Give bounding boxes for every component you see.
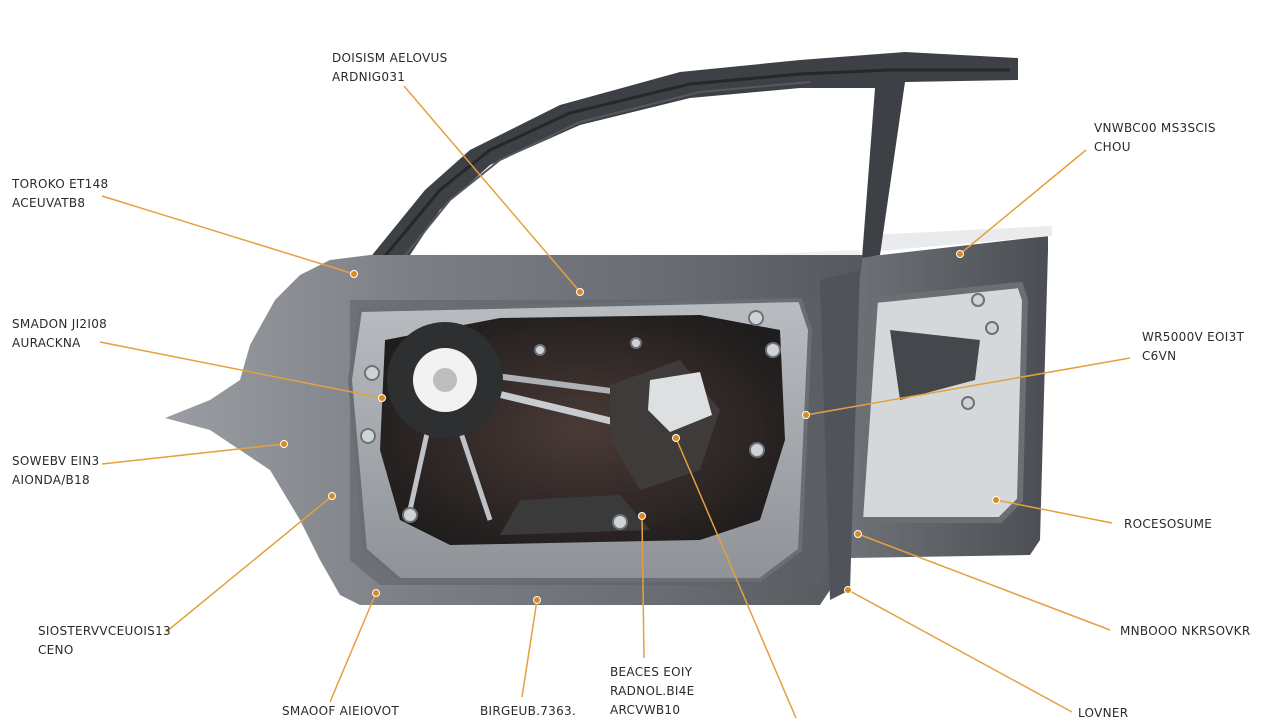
callout-bottom-right: LOVNER [1078,706,1129,720]
leader-dot-top-right [956,250,964,258]
leader-line-left-1 [101,195,355,275]
leader-line-left-bottom [165,495,333,633]
leader-dot-bottom-right [844,586,852,594]
leader-line-right-bottom [857,533,1111,631]
leader-line-left-3 [101,443,285,465]
callout-right-bottom: MNBOOO NKRSOVKR [1120,624,1251,638]
leader-dot-left-3 [280,440,288,448]
leader-line-bottom-3b [675,437,797,719]
leader-dot-bottom-2 [533,596,541,604]
leader-dot-bottom-1 [372,589,380,597]
callout-right-lower: ROCESOSUME [1124,517,1213,531]
callout-leaders [99,85,1131,719]
leader-line-bottom-3 [641,515,645,659]
rear-door [850,226,1052,558]
front-door-panel [165,255,999,605]
leader-line-top-right [959,149,1087,255]
leader-dot-top-center [576,288,584,296]
leader-line-bottom-1 [329,592,377,703]
leader-dot-left-bottom [328,492,336,500]
leader-line-left-2 [99,341,383,399]
leader-dot-left-1 [350,270,358,278]
leader-line-bottom-2 [521,599,538,698]
leader-line-top-center [403,85,581,293]
leader-dot-right-mid [802,411,810,419]
leader-line-bottom-right [847,589,1073,713]
leader-dot-left-2 [378,394,386,402]
leader-dot-right-bottom [854,530,862,538]
callout-bottom-2: BIRGEUB.7363. [480,704,577,718]
leader-dot-right-lower [992,496,1000,504]
callout-bottom-1: SMAOOF AIEIOVOT [282,704,399,718]
leader-line-right-mid [805,357,1131,416]
leader-line-right-lower [995,499,1113,524]
leader-dot-bottom-3 [638,512,646,520]
leader-dot-bottom-3b [672,434,680,442]
